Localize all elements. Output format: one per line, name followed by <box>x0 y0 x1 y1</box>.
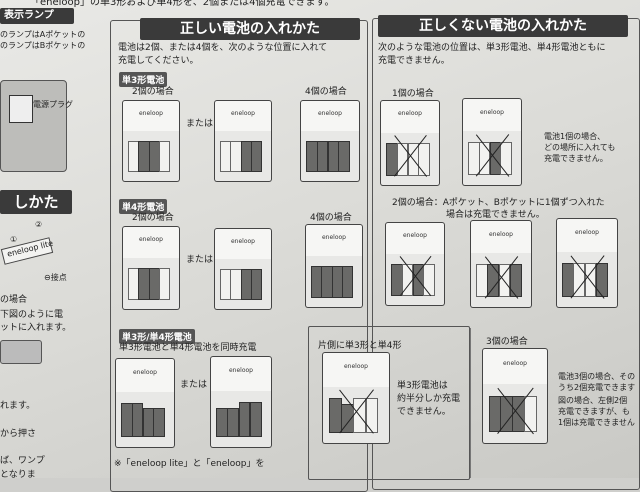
aaa-two-label: 2個の場合 <box>132 213 174 223</box>
three-note-4: 充電できますが、も <box>558 407 630 416</box>
case-text-3: ットに入れます。 <box>0 323 72 333</box>
cross-icon <box>327 384 384 439</box>
top-strip-text: 「eneloop」の単3形および単4形を、2個または4個充電できます。 <box>30 0 335 8</box>
side-note-3: できません。 <box>397 407 451 417</box>
three-note-5: 1個は充電できません <box>558 418 635 427</box>
foot-text-2: から押さ <box>0 429 37 439</box>
section-divider <box>470 328 471 478</box>
charger-aaa-2-left: eneloop <box>122 226 180 310</box>
plug-label: 電源プラグ <box>33 100 73 109</box>
mixed-tag: 単3形/単4形電池 <box>119 329 195 344</box>
foot-text-4: となりま <box>0 470 36 480</box>
cross-icon <box>487 382 542 440</box>
case-text-2: 下図のように電 <box>0 310 64 320</box>
mixed-or-label: または <box>180 380 208 390</box>
two-note-1: 2個の場合：Aポケット、Bポケットに1個ずつ入れた <box>392 198 605 208</box>
one-note-1: 電池1個の場合、 <box>544 132 606 141</box>
cross-icon <box>385 130 435 182</box>
cross-icon <box>561 250 613 304</box>
side-note-1: 単3形電池は <box>397 381 448 391</box>
mixed-text: 単3形電池と単4形電池を同時充電 <box>119 343 257 353</box>
cross-icon <box>390 251 440 301</box>
charger-aaa-4: eneloop <box>305 224 363 308</box>
plug-icon <box>9 95 33 123</box>
charger-aa-2-right: eneloop <box>214 100 272 182</box>
incorrect-header: 正しくない電池の入れかた <box>378 15 628 37</box>
aa-or-label: または <box>186 119 214 129</box>
aa-four-label: 4個の場合 <box>305 87 347 97</box>
one-note-2: どの場所に入れても <box>544 143 616 152</box>
foot-text-1: れます。 <box>0 401 36 411</box>
battery-illustration: eneloop lite <box>0 237 54 265</box>
aaa-four-label: 4個の場合 <box>310 213 352 223</box>
charger-illustration-small <box>0 340 42 364</box>
three-battery-label: 3個の場合 <box>486 337 528 347</box>
aaa-tag: 単4形電池 <box>119 199 168 214</box>
charger-side: eneloop <box>322 352 390 444</box>
correct-intro-1: 電池は2個、または4個を、次のような位置に入れて <box>118 43 328 53</box>
charger-mixed-right: eneloop <box>210 356 272 448</box>
charger-two-a: eneloop <box>385 222 445 306</box>
charger-two-c: eneloop <box>556 218 618 308</box>
incorrect-intro-1: 次のような電池の位置は、単3形電池、単4形電池ともに <box>378 43 606 53</box>
charger-mixed-left: eneloop <box>115 358 175 448</box>
aa-tag: 単3形電池 <box>119 72 168 87</box>
side-label: 片側に単3形と単4形 <box>318 341 402 351</box>
charger-one-right: eneloop <box>462 98 522 186</box>
one-note-3: 充電できません。 <box>544 154 608 163</box>
foot-text-3: ば、ワンプ <box>0 456 45 466</box>
terminal-label: ⊖接点 <box>44 273 67 282</box>
howto-header: しかた <box>0 190 72 214</box>
case-text-1: の場合 <box>0 295 28 305</box>
cross-icon <box>475 251 527 304</box>
aa-two-label: 2個の場合 <box>132 87 174 97</box>
step-num-1: ① <box>10 235 18 244</box>
instruction-sheet: 「eneloop」の単3形および単4形を、2個または4個充電できます。 表示ラン… <box>0 0 640 478</box>
three-note-3: 図の場合、左側2個 <box>558 396 628 405</box>
incorrect-intro-2: 充電できません。 <box>378 56 450 66</box>
step-num-2: ② <box>35 220 43 229</box>
correct-intro-2: 充電してください。 <box>118 56 199 66</box>
lamp-header: 表示ランプ <box>0 8 74 24</box>
cross-icon <box>467 129 517 182</box>
charger-three: eneloop <box>482 348 548 444</box>
charger-one-left: eneloop <box>380 100 440 186</box>
charger-aa-2-left: eneloop <box>122 100 180 182</box>
three-note-1: 電池3個の場合、その <box>558 372 636 381</box>
charger-illustration <box>0 80 67 172</box>
charger-two-b: eneloop <box>470 220 532 308</box>
one-battery-label: 1個の場合 <box>392 89 434 99</box>
charger-aaa-2-right: eneloop <box>214 228 272 310</box>
side-note-2: 約半分しか充電 <box>397 394 461 404</box>
correct-footnote: ※「eneloop lite」と「eneloop」を <box>114 459 265 469</box>
correct-header: 正しい電池の入れかた <box>140 18 360 40</box>
two-note-2: 場合は充電できません。 <box>446 210 545 220</box>
charger-aa-4: eneloop <box>300 100 360 182</box>
lamp-text-1: のランプはAポケットの <box>0 30 86 39</box>
three-note-2: うち2個充電できます <box>558 383 636 392</box>
lamp-text-2: のランプはBポケットの <box>0 41 86 50</box>
aaa-or-label: または <box>186 255 214 265</box>
